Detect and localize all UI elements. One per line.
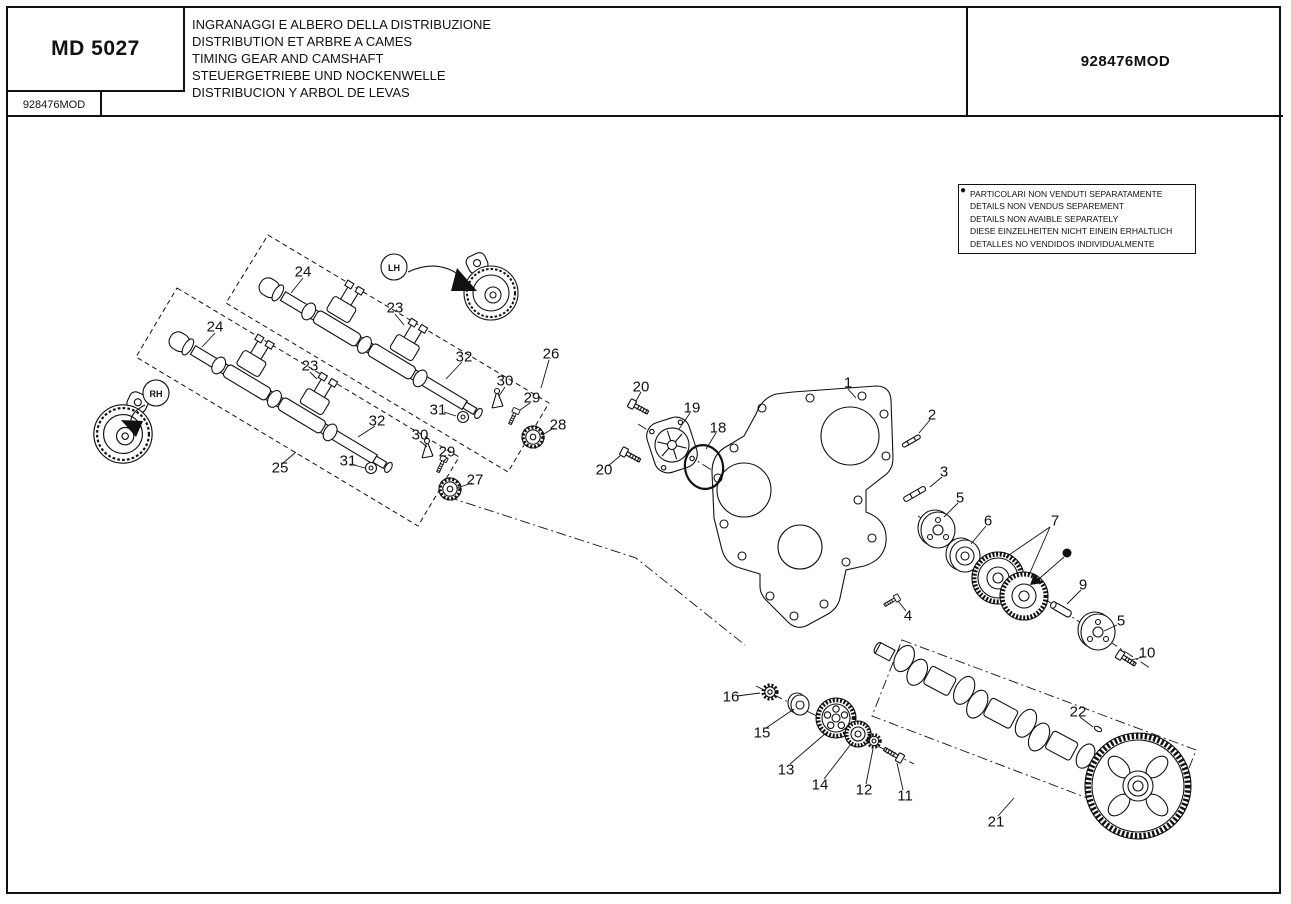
o-ring [683, 444, 725, 490]
rh-balloon [142, 379, 170, 407]
not-sold-separately-note: PARTICOLARI NON VENDUTI SEPARATAMENTE DE… [958, 184, 1196, 254]
star-washer-16 [761, 683, 779, 701]
note-line-german: DIESE EINZELHEITEN NICHT EINEIN ERHALTLI… [970, 226, 1173, 237]
note-bullet-icon: ● [960, 185, 967, 196]
cover-screw-top [626, 398, 651, 417]
rocker-assembly-lower [165, 295, 463, 502]
note-line-spanish: DETALLES NO VENDIDOS INDIVIDUALMENTE [970, 238, 1155, 249]
stud-2 [901, 434, 921, 448]
lh-cover-plate [463, 252, 519, 321]
header-divider-vertical [966, 8, 968, 115]
title-italian: INGRANAGGI E ALBERO DELLA DISTRIBUZIONE [192, 17, 492, 32]
model-number: MD 5027 [51, 37, 140, 60]
rh-label: RH [150, 389, 163, 399]
leader-lines [201, 277, 1144, 817]
cover-screw-bottom [618, 446, 643, 465]
plate-bolt-holes [713, 391, 891, 621]
table-titles: INGRANAGGI E ALBERO DELLA DISTRIBUZIONE … [192, 16, 491, 101]
title-french: DISTRIBUTION ET ARBRE A CAMES [192, 34, 413, 49]
stud-3 [903, 486, 927, 502]
lh-label: LH [388, 263, 400, 273]
thrust-plate-5a [917, 509, 956, 549]
rocker-assembly-upper [255, 241, 546, 450]
timing-gear-7b [999, 571, 1049, 621]
camshaft-gear [1084, 732, 1192, 840]
washer-upper [456, 410, 470, 424]
note-line-french: DETAILS NON VENDUS SEPAREMENT [970, 201, 1125, 212]
note-line-english: DETAILS NON AVAIBLE SEPARATELY [970, 213, 1119, 224]
camshaft-boundary [871, 639, 1197, 829]
bullet-pointer-line [1039, 556, 1065, 579]
title-spanish: DISTRIBUCION Y ARBOL DE LEVAS [192, 85, 410, 100]
pin-9 [1050, 601, 1072, 618]
rh-cover-plate [92, 391, 154, 465]
star-washer-12 [866, 733, 882, 749]
screw-upper [506, 406, 521, 427]
lh-arrow [407, 265, 463, 278]
model-box: MD 5027 [8, 8, 185, 92]
drawing-code-left: 928476MOD [8, 92, 102, 117]
camshaft [873, 641, 1143, 793]
washer-lower [364, 461, 378, 475]
construction-line [447, 496, 746, 646]
idler-screw-11 [881, 744, 906, 764]
lh-balloon [380, 253, 408, 281]
title-english: TIMING GEAR AND CAMSHAFT [192, 51, 384, 66]
screw-lower [434, 454, 449, 475]
star-gear-28 [520, 424, 546, 450]
gear-case-plate [711, 385, 894, 628]
spacer-15 [787, 692, 810, 716]
rocker-fork-lower [421, 437, 434, 459]
bearing-6 [945, 537, 981, 573]
idler-gear-14 [844, 720, 872, 748]
star-gear-27 [437, 476, 463, 502]
header-divider-horizontal [8, 115, 1283, 117]
note-line-italian: PARTICOLARI NON VENDUTI SEPARATAMENTE [970, 189, 1163, 199]
drawing-code-right: 928476MOD [1080, 53, 1171, 70]
not-sold-separately-dot [1062, 548, 1072, 558]
thrust-plate-5b [1077, 611, 1116, 651]
title-german: STEUERGETRIEBE UND NOCKENWELLE [192, 68, 446, 83]
lh-arrowhead [451, 268, 477, 291]
rh-arrowhead [121, 420, 143, 437]
pin-22 [1093, 725, 1103, 733]
rocker-fork-upper [491, 387, 504, 409]
rocker-assembly-lower-boundary [135, 287, 460, 527]
inspection-cover [646, 416, 698, 474]
bullet-pointer-head [1030, 574, 1043, 585]
